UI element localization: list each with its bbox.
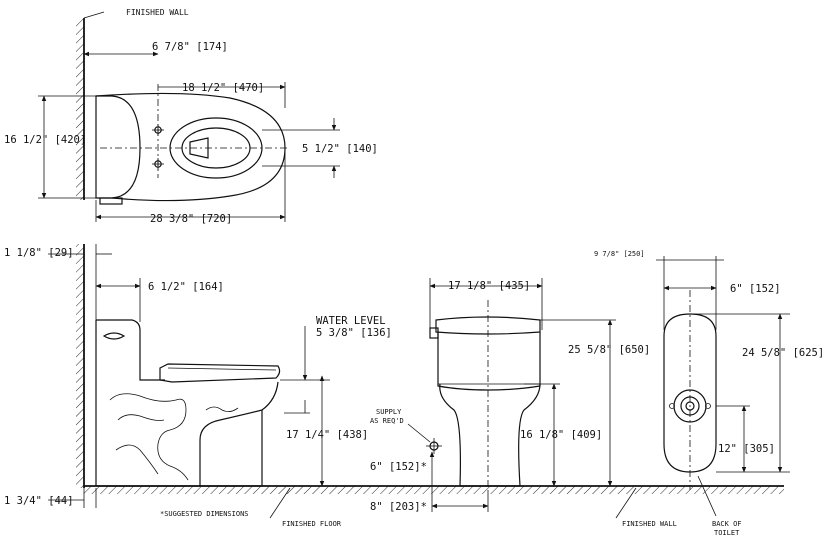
label-1-1-8: 1 1/8" [29]	[4, 247, 74, 259]
label-water-level: WATER LEVEL	[316, 315, 386, 327]
bowl-side	[95, 320, 279, 487]
label-24-5-8: 24 5/8" [625]	[742, 347, 824, 359]
label-8-203: 8" [203]*	[370, 501, 427, 513]
label-finished-wall-bottom: FINISHED WALL	[622, 520, 677, 528]
label-6-1-2: 6 1/2" [164]	[148, 281, 224, 293]
label-finished-floor: FINISHED FLOOR	[282, 520, 342, 528]
label-6-7-8: 6 7/8" [174]	[152, 41, 228, 53]
flush-handle	[102, 332, 126, 340]
label-25-5-8: 25 5/8" [650]	[568, 344, 650, 356]
label-17-1-8: 17 1/8" [435]	[448, 280, 530, 292]
side-view	[48, 244, 784, 508]
wall-hatch-top	[76, 18, 84, 200]
rear-view	[615, 256, 790, 519]
front-view	[407, 278, 616, 512]
label-supply-2: AS REQ'D	[370, 417, 404, 425]
label-supply-1: SUPPLY	[376, 408, 402, 416]
label-back-of-1: BACK OF	[712, 520, 742, 528]
tank-lever	[99, 197, 123, 205]
label-18-1-2: 18 1/2" [470]	[182, 82, 264, 94]
front-tank	[437, 332, 541, 391]
bowl-outlet	[189, 137, 209, 159]
label-6-152-b: 6" [152]	[730, 283, 781, 295]
label-back-of-2: TOILET	[714, 529, 740, 537]
label-28-3-8: 28 3/8" [720]	[150, 213, 232, 225]
label-17-1-4: 17 1/4" [438]	[286, 429, 368, 441]
label-5-3-8: 5 3/8" [136]	[316, 327, 392, 339]
rear-outline	[663, 313, 717, 473]
label-9-7-8: 9 7/8" [250]	[594, 250, 645, 258]
label-1-3-4: 1 3/4" [44]	[4, 495, 74, 507]
wall-hatch-side	[76, 244, 84, 488]
front-lever	[429, 327, 439, 339]
label-16-1-2: 16 1/2" [420]	[4, 134, 86, 146]
seat-side	[159, 363, 281, 383]
label-5-1-2: 5 1/2" [140]	[302, 143, 378, 155]
label-6-152: 6" [152]*	[370, 461, 427, 473]
label-16-1-8: 16 1/8" [409]	[520, 429, 602, 441]
tank-top	[95, 95, 141, 199]
label-suggested: *SUGGESTED DIMENSIONS	[160, 510, 249, 518]
front-bowl	[439, 383, 541, 487]
top-view	[38, 11, 340, 222]
floor-hatch	[84, 486, 784, 494]
label-finished-wall-top: FINISHED WALL	[126, 8, 189, 17]
label-12-305: 12" [305]	[718, 443, 775, 455]
tank-side	[96, 319, 165, 381]
